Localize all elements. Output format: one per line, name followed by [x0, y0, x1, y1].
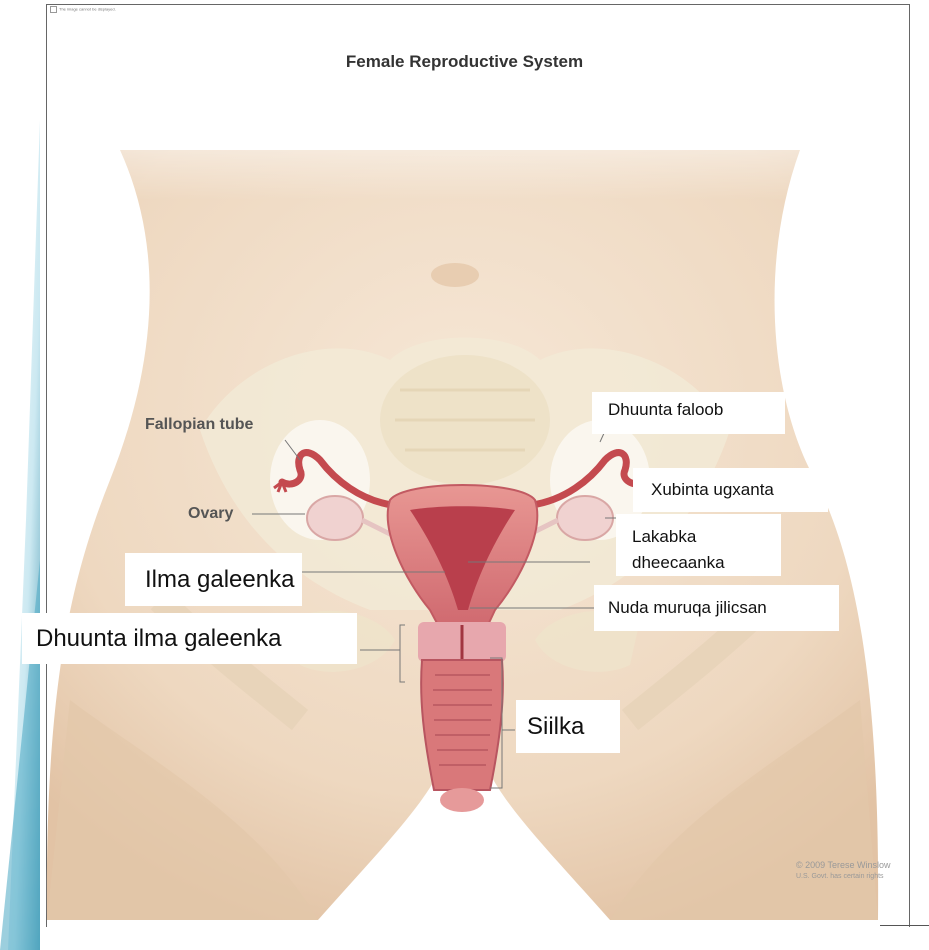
vagina [421, 660, 503, 790]
label-ilma-galeenka: Ilma galeenka [125, 553, 302, 606]
ovary-left [307, 496, 363, 540]
vaginal-opening [440, 788, 484, 812]
copyright-line1: © 2009 Terese Winslow [796, 860, 891, 871]
label-dhuunta-ilma-galeenka: Dhuunta ilma galeenka [22, 613, 357, 664]
bottom-rule [880, 925, 929, 926]
ovary-right [557, 496, 613, 540]
navel [431, 263, 479, 287]
label-nuda-muruqa-jilicsan: Nuda muruqa jilicsan [594, 585, 839, 631]
label-ovary: Ovary [188, 505, 233, 523]
copyright-notice: © 2009 Terese Winslow U.S. Govt. has cer… [796, 860, 891, 882]
label-dhuunta-faloob: Dhuunta faloob [592, 392, 785, 434]
label-lakabka-line1: Lakabka [632, 524, 781, 550]
label-lakabka-dheecaanka: Lakabka dheecaanka [616, 514, 781, 576]
label-fallopian-tube: Fallopian tube [145, 416, 253, 434]
diagram-title: Female Reproductive System [0, 52, 929, 72]
label-siilka: Siilka [516, 700, 620, 753]
label-xubinta-ugxanta: Xubinta ugxanta [633, 468, 828, 512]
copyright-line2: U.S. Govt. has certain rights [796, 871, 891, 882]
label-lakabka-line2: dheecaanka [632, 550, 781, 576]
